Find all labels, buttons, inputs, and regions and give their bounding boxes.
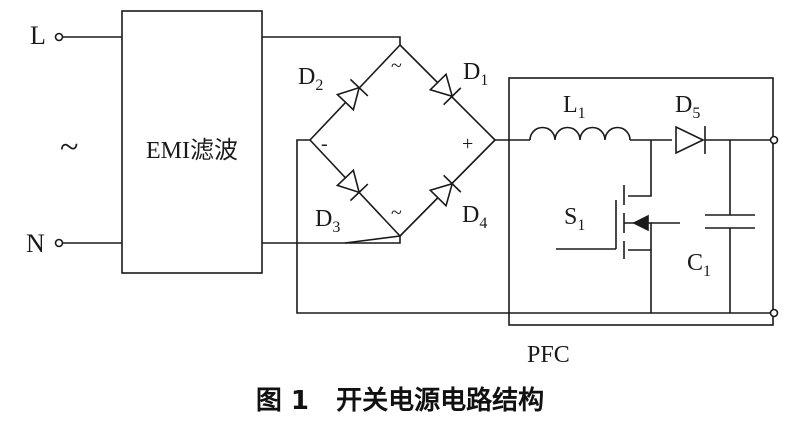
capacitor-c1: C1: [687, 140, 755, 313]
d2-label: D2: [298, 64, 323, 94]
output-positive-terminal: [769, 135, 779, 145]
line-terminal-label: L: [30, 21, 46, 50]
d5-label: D5: [675, 92, 700, 122]
bridge-ac-bottom-symbol: ~: [391, 202, 402, 224]
d1-label: D1: [463, 59, 488, 89]
wire-bridge-bottom: [345, 236, 401, 244]
bridge-ac-top-symbol: ~: [391, 55, 402, 77]
figure-caption: 图 1 开关电源电路结构: [256, 385, 544, 416]
inductor-l1: L1: [529, 92, 631, 141]
bridge-plus-symbol: +: [462, 133, 473, 155]
diode-d2: [335, 78, 369, 112]
neutral-terminal: N: [26, 229, 122, 258]
diode-d3: [335, 168, 369, 202]
emi-filter-block: EMI滤波: [121, 10, 263, 274]
d3-label: D3: [315, 206, 340, 236]
diode-d4: [428, 174, 462, 208]
d4-label: D4: [462, 202, 487, 232]
emi-filter-label: EMI滤波: [146, 137, 238, 164]
c1-label: C1: [687, 250, 711, 280]
bridge-rectifier: D2 D1 D3 D4 ~ ~ - +: [298, 44, 496, 237]
line-terminal: L: [30, 21, 122, 50]
output-negative-terminal: [769, 308, 779, 318]
pfc-label: PFC: [527, 342, 570, 368]
diode-d5: D5: [675, 92, 706, 155]
neutral-terminal-label: N: [26, 229, 45, 258]
pfc-block: [508, 77, 774, 326]
l1-label: L1: [563, 92, 586, 122]
s1-label: S1: [564, 204, 585, 234]
bridge-minus-symbol: -: [321, 133, 328, 155]
wire-ac-top: [262, 36, 401, 45]
ac-source-symbol: ~: [60, 129, 78, 166]
mosfet-switch-s1: S1: [556, 140, 680, 313]
wire-negative-rail: [296, 139, 770, 314]
diode-d1: [428, 72, 462, 106]
